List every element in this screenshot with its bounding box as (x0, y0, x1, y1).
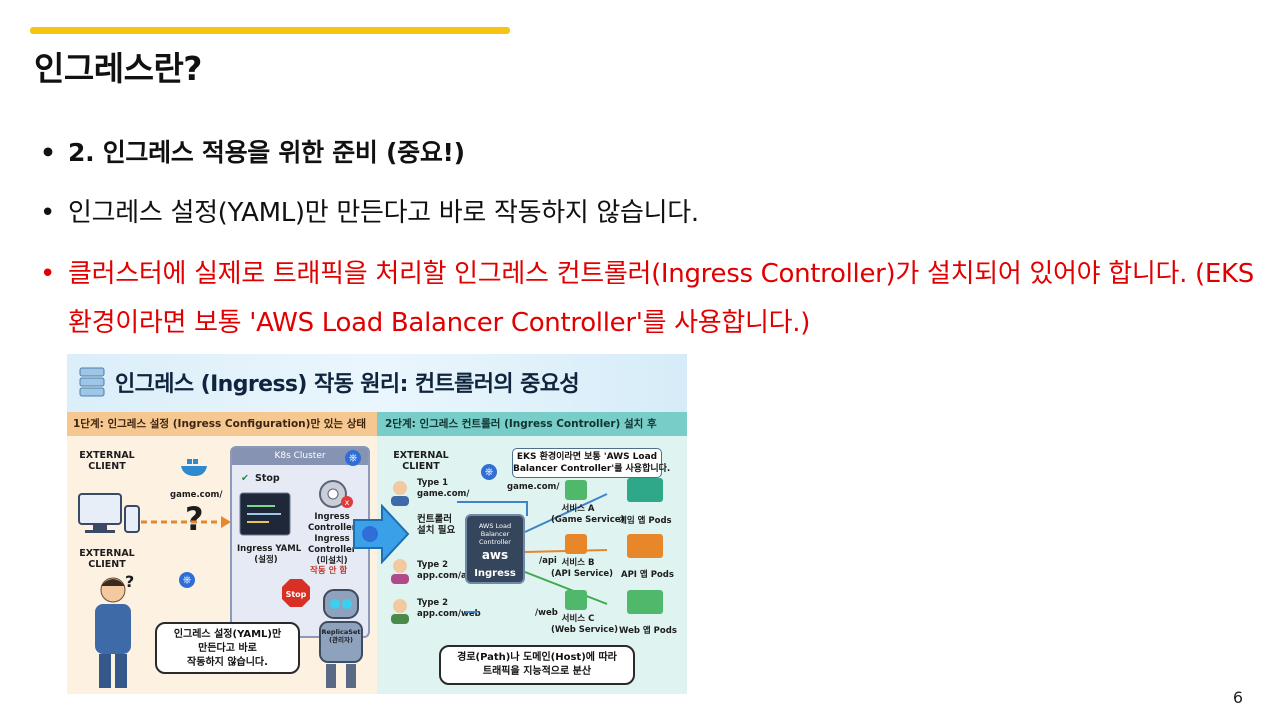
step1-header: 1단계: 인그레스 설정 (Ingress Configuration)만 있는… (67, 412, 377, 436)
page-number: 6 (1232, 688, 1243, 707)
service-c-icon (565, 590, 587, 610)
stop-sign-text: Stop (286, 590, 307, 599)
user-avatar-icon (391, 599, 409, 624)
bullet-item: • 2. 인그레스 적용을 위한 준비 (중요!) (40, 128, 1260, 177)
speech-bubble: 인그레스 설정(YAML)만 만든다고 바로 작동하지 않습니다. (155, 622, 300, 674)
robot-icon (319, 589, 363, 688)
ingress-label: Ingress (474, 568, 516, 579)
service-a-icon (565, 480, 587, 500)
type2-api-label: Type 2 app.com/api (417, 560, 476, 581)
routing-caption-box: 경로(Path)나 도메인(Host)에 따라 트래픽을 지능적으로 분산 (439, 645, 635, 685)
check-icon: ✔ (241, 473, 249, 484)
bullet-list: • 2. 인그레스 적용을 위한 준비 (중요!) • 인그레스 설정(YAML… (40, 128, 1260, 348)
user-avatar-icon (391, 481, 409, 506)
external-client-label: EXTERNAL CLIENT (79, 450, 135, 472)
controller-needed-label: 컨트롤러 설치 필요 (417, 514, 456, 536)
aws-load-balancer-controller: AWS Load Balancer Controller aws Ingress (465, 514, 525, 584)
stop-label: Stop (255, 473, 280, 484)
bullet-item-highlight: • 클러스터에 실제로 트래픽을 처리할 인그레스 컨트롤러(Ingress C… (40, 250, 1260, 348)
eks-note-box: EKS 환경이라면 보통 'AWS Load Balancer Controll… (512, 448, 670, 478)
ingress-controller-label: Ingress Controller Ingress Controller (미… (307, 512, 356, 566)
external-client-label: EXTERNAL CLIENT (79, 548, 135, 570)
domain-label: game.com/ (170, 490, 223, 500)
bullet-text: 2. 인그레스 적용을 위한 준비 (중요!) (68, 138, 465, 167)
web-pods-label: Web 앱 Pods (619, 626, 677, 636)
computer-icon (78, 493, 140, 533)
kubernetes-icon: ⎈ (179, 572, 195, 588)
aws-logo-icon: aws (481, 548, 509, 562)
routing-caption-text: 경로(Path)나 도메인(Host)에 따라 트래픽을 지능적으로 분산 (457, 652, 617, 677)
bullet-item: • 인그레스 설정(YAML)만 만든다고 바로 작동하지 않습니다. (40, 189, 1260, 238)
type1-label: Type 1 game.com/ (417, 478, 470, 499)
game-pods-label: 게임 앱 Pods (619, 516, 672, 526)
yaml-terminal-icon (239, 492, 291, 536)
external-client-label: EXTERNAL CLIENT (393, 450, 449, 472)
question-mark-large: ? (185, 500, 204, 538)
cluster-label: K8s Cluster (232, 448, 368, 465)
api-pods-icon (627, 534, 663, 558)
not-working-label: 작동 안 함 (310, 566, 348, 576)
speech-bubble-text: 인그레스 설정(YAML)만 만든다고 바로 작동하지 않습니다. (173, 629, 282, 668)
web-pods-icon (627, 590, 663, 614)
svg-text:x: x (345, 498, 350, 507)
diagram-title: 인그레스 (Ingress) 작동 원리: 컨트롤러의 중요성 (115, 372, 580, 397)
kubernetes-icon: ⎈ (345, 450, 361, 466)
service-a-label: 서비스 A (Game Service) (551, 504, 625, 525)
gear-icon: x (319, 480, 353, 508)
docker-whale-icon (181, 459, 207, 476)
api-pods-label: API 앱 Pods (621, 570, 674, 580)
ingress-diagram: 인그레스 (Ingress) 작동 원리: 컨트롤러의 중요성 1단계: 인그레… (67, 354, 687, 694)
bullet-dot: • (40, 138, 56, 167)
kubernetes-icon: ⎈ (481, 464, 497, 480)
diagram-header (67, 354, 687, 412)
type2-web-label: Type 2 app.com/web (417, 598, 481, 619)
game-pods-icon (627, 478, 663, 502)
route-game-label: game.com/ (507, 482, 560, 492)
service-c-label: 서비스 C (Web Service) (551, 614, 618, 635)
eks-note-text: EKS 환경이라면 보통 'AWS Load Balancer Controll… (513, 452, 671, 474)
route-api-label: /api (539, 556, 557, 566)
bullet-dot: • (40, 259, 56, 289)
ingress-yaml-label: Ingress YAML (설정) (237, 544, 302, 565)
title-accent-bar (30, 27, 510, 34)
user-avatar-icon (391, 559, 409, 584)
alb-label: AWS Load Balancer Controller (478, 522, 512, 546)
server-stack-icon (79, 367, 105, 397)
bullet-text: 인그레스 설정(YAML)만 만든다고 바로 작동하지 않습니다. (68, 198, 699, 228)
question-mark-small: ? (125, 572, 135, 591)
dashed-arrow-icon (141, 516, 231, 528)
bullet-text: 클러스터에 실제로 트래픽을 처리할 인그레스 컨트롤러(Ingress Con… (68, 259, 1254, 338)
stop-sign-icon: Stop (282, 579, 310, 607)
step2-header: 2단계: 인그레스 컨트롤러 (Ingress Controller) 설치 후 (377, 412, 687, 436)
bullet-dot: • (40, 198, 56, 228)
service-b-icon (565, 534, 587, 554)
transition-arrow-icon (353, 504, 410, 564)
route-web-label: /web (535, 608, 558, 618)
replicaset-label: ReplicaSet (관리자) (321, 628, 361, 644)
service-b-label: 서비스 B (API Service) (551, 558, 614, 579)
slide-title: 인그레스란? (34, 49, 202, 88)
engineer-person-icon (95, 577, 131, 688)
